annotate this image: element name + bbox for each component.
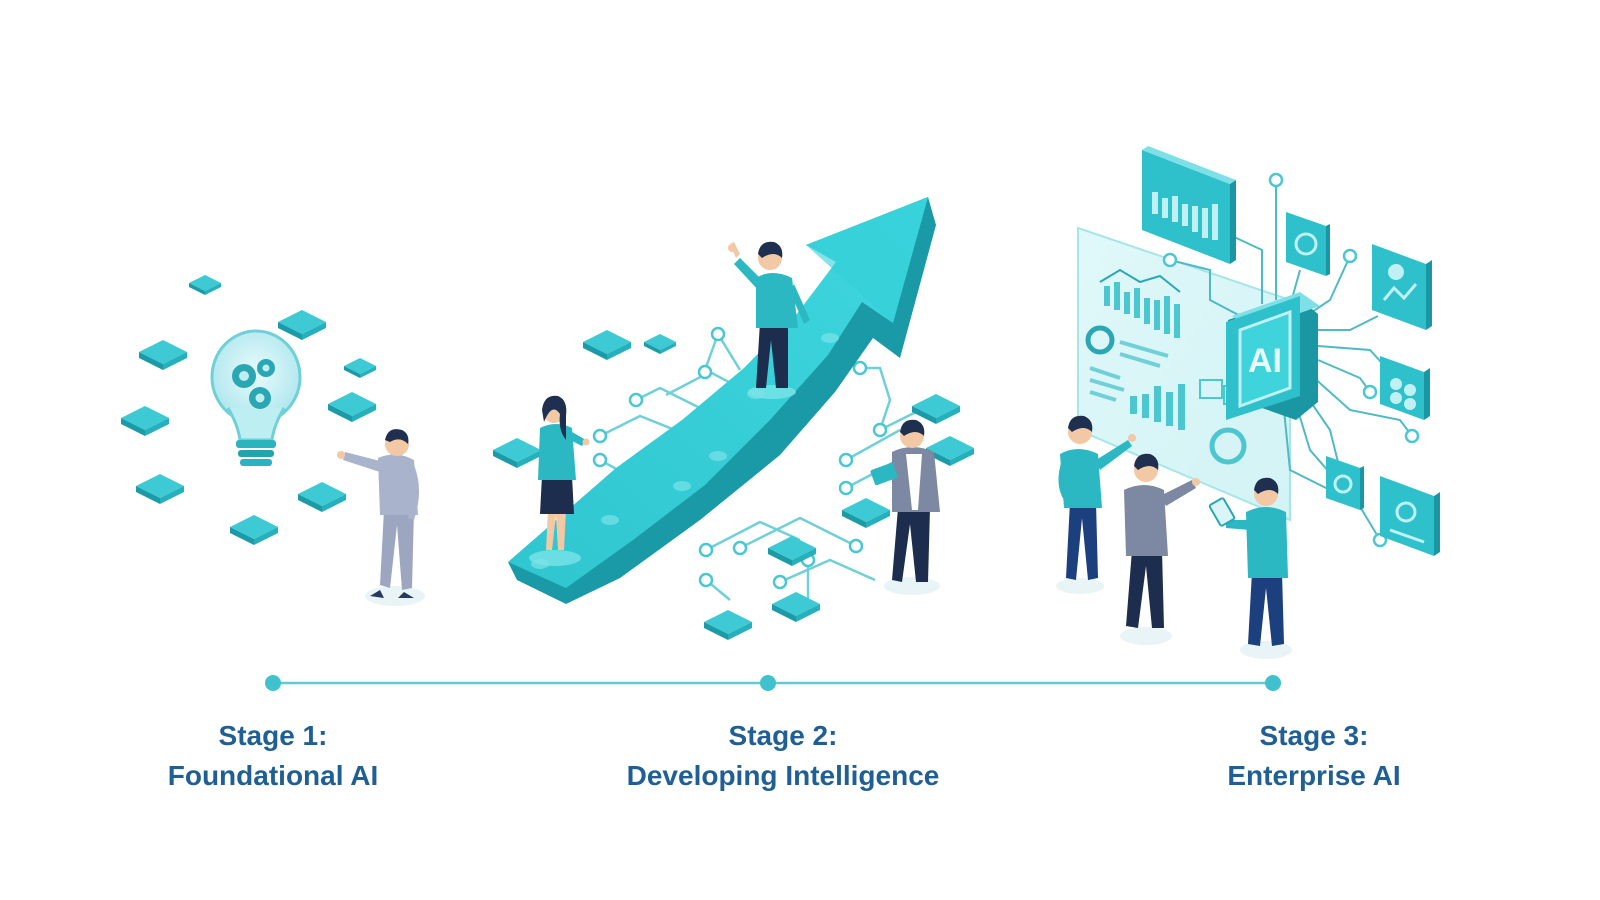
ai-chip-dashboard-icon: AI (1226, 292, 1320, 420)
floating-screen (1286, 212, 1330, 276)
stage-3-subtitle: Enterprise AI (1227, 760, 1401, 791)
stage-3-label: Stage 3: Enterprise AI (1104, 716, 1524, 796)
stage-1-label: Stage 1: Foundational AI (63, 716, 483, 796)
stage-2-title: Stage 2: (728, 720, 838, 751)
person-pointing (337, 429, 425, 606)
stage-1-subtitle: Foundational AI (167, 760, 379, 791)
floating-screen (1326, 456, 1364, 510)
stage-3-illustration: AI (1056, 146, 1440, 659)
person-woman (529, 395, 590, 566)
stage-2-subtitle: Developing Intelligence (626, 760, 940, 791)
dashboard-panel (1077, 226, 1291, 522)
stage-2-illustration (493, 197, 974, 640)
person-with-tablet (870, 419, 940, 595)
lightbulb-gears-icon (210, 329, 302, 466)
floating-screen (1380, 476, 1440, 556)
person-with-phone (1208, 477, 1292, 659)
stage-1-title: Stage 1: (218, 720, 328, 751)
floating-screen (1372, 244, 1432, 330)
stage-2-label: Stage 2: Developing Intelligence (573, 716, 993, 796)
person-pointing-up (1056, 415, 1136, 594)
ai-chip-label: AI (1248, 342, 1282, 380)
stage-3-title: Stage 3: (1259, 720, 1369, 751)
stage-1-illustration (121, 275, 425, 606)
floating-screen (1380, 356, 1430, 420)
person-celebrating (728, 241, 810, 399)
floating-screen (1142, 146, 1236, 264)
growth-arrow-icon (508, 197, 936, 604)
person-presenting (1120, 453, 1200, 645)
